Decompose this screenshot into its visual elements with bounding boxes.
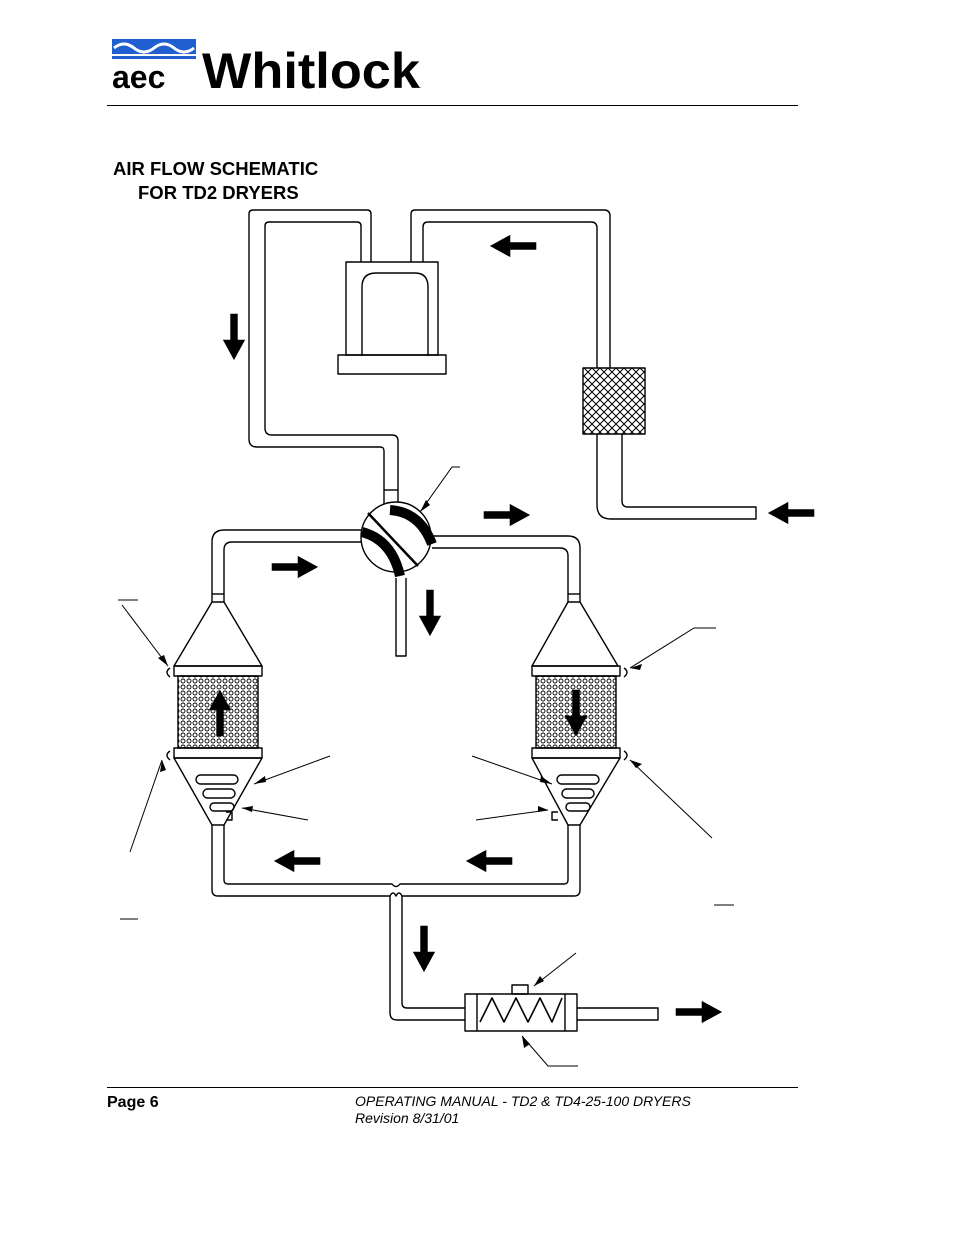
whitlock-logo: aec Whitlock .	[112, 39, 422, 92]
filter-icon	[582, 367, 646, 435]
collector-pipe-outer	[211, 825, 581, 897]
vent-pipe	[395, 578, 407, 657]
right-desiccant-hopper-icon	[531, 601, 628, 826]
flow-arrow-icon	[273, 849, 321, 873]
left-hopper-pipe-outer	[211, 529, 362, 602]
callout-leaders	[118, 466, 734, 1067]
flow-arrow-icon	[767, 501, 815, 525]
title-line-2: FOR TD2 DRYERS	[138, 182, 299, 203]
logo-trademark: .	[420, 84, 422, 90]
blower-outlet-pipe	[248, 209, 399, 510]
logo-word: Whitlock	[202, 43, 420, 92]
blower-icon	[337, 261, 447, 375]
diverter-valve-icon	[360, 501, 437, 578]
heater-icon	[464, 984, 578, 1032]
flow-arrow-icon	[483, 503, 531, 527]
header-rule	[107, 105, 798, 106]
page-number: Page 6	[107, 1094, 159, 1111]
manual-title: OPERATING MANUAL - TD2 & TD4-25-100 DRYE…	[355, 1093, 691, 1109]
revision-date: Revision 8/31/01	[355, 1110, 460, 1126]
flow-arrow-icon	[675, 1000, 723, 1024]
flow-arrow-icon	[465, 849, 513, 873]
blower-inlet-pipe	[410, 209, 757, 520]
left-desiccant-hopper-icon	[166, 601, 263, 826]
flow-arrow-icon	[271, 555, 319, 579]
title-line-1: AIR FLOW SCHEMATIC	[113, 158, 319, 179]
flow-arrow-icon	[222, 313, 246, 361]
logo-mark-text: aec	[112, 59, 165, 92]
heater-inlet-pipe	[389, 896, 465, 1021]
right-hopper-pipe-outer	[432, 535, 581, 602]
page-title: AIR FLOW SCHEMATIC FOR TD2 DRYERS	[113, 157, 318, 205]
flow-arrow-icon	[418, 589, 442, 637]
flow-arrow-icon	[412, 925, 436, 973]
heater-outlet-pipe	[577, 1007, 659, 1021]
footer-text: OPERATING MANUAL - TD2 & TD4-25-100 DRYE…	[355, 1093, 691, 1127]
footer-rule	[107, 1087, 798, 1088]
logo-wave-mark-icon	[112, 39, 196, 59]
flow-arrow-icon	[489, 234, 537, 258]
